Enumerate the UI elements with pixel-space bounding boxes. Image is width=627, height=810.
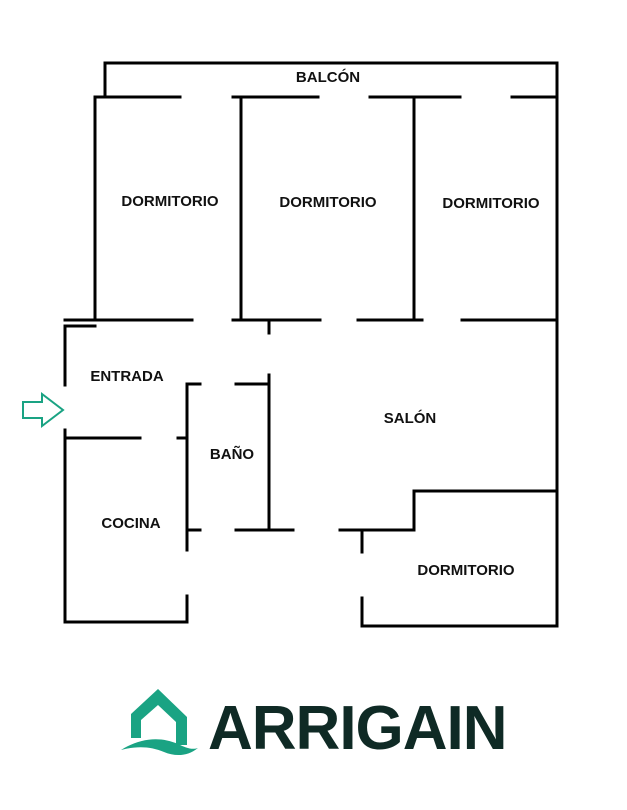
house-wave-icon <box>121 689 198 756</box>
brand-logo: ARRIGAIN <box>121 689 508 763</box>
room-label-dormitorio-2: DORMITORIO <box>279 194 377 211</box>
arrow-right-outline-icon <box>22 391 65 429</box>
balcony-outline <box>103 61 559 99</box>
brand-name: ARRIGAIN <box>208 694 507 763</box>
room-label-entrada: ENTRADA <box>90 368 163 385</box>
room-label-balcon: BALCÓN <box>296 68 360 86</box>
room-label-dormitorio-1: DORMITORIO <box>121 193 219 210</box>
room-label-dormitorio-4: DORMITORIO <box>417 562 515 579</box>
room-label-dormitorio-3: DORMITORIO <box>442 195 540 212</box>
walls <box>63 61 559 628</box>
room-label-cocina: COCINA <box>101 515 160 532</box>
room-label-bano: BAÑO <box>210 445 254 463</box>
room-label-salon: SALÓN <box>384 409 437 427</box>
